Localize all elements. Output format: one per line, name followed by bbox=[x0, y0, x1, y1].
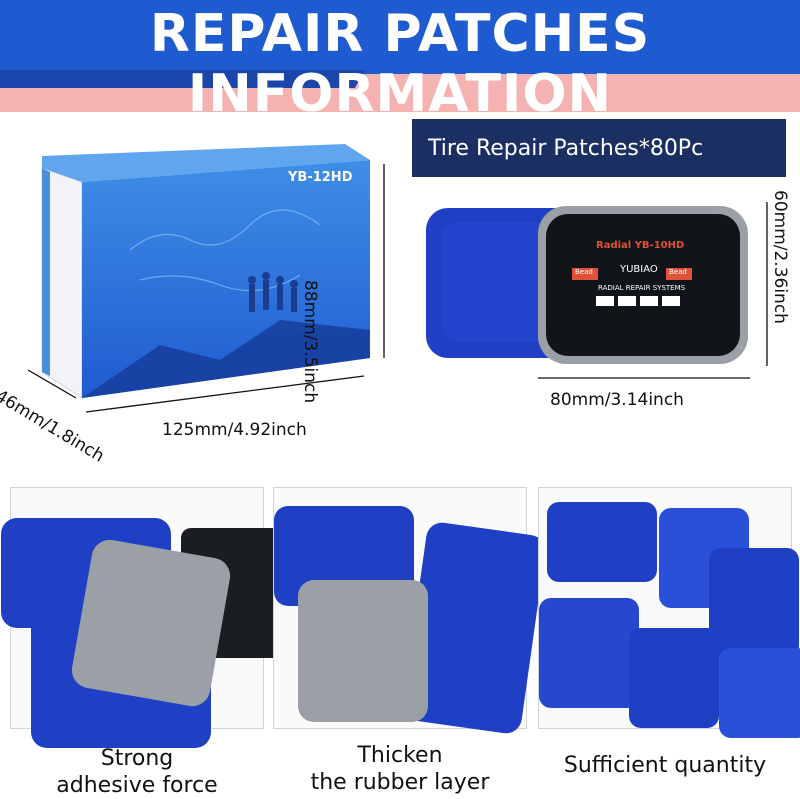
caption-line: Sufficient quantity bbox=[563, 753, 767, 778]
quantity-badge-text: Tire Repair Patches*80Pc bbox=[428, 135, 704, 161]
caption-line: the rubber layer bbox=[310, 770, 490, 795]
quantity-badge: Tire Repair Patches*80Pc bbox=[412, 119, 786, 177]
patch-image bbox=[426, 202, 768, 379]
patch-model-text: Radial YB-10HD bbox=[596, 240, 685, 251]
caption-line: Strong bbox=[100, 746, 174, 771]
caption-line: adhesive force bbox=[56, 773, 218, 798]
box-width-label: 125mm/4.92inch bbox=[162, 420, 307, 440]
box-height-label: 88mm/3.5inch bbox=[300, 280, 320, 404]
product-box-image bbox=[27, 144, 385, 413]
adhesive-patch-illustration bbox=[1, 518, 301, 748]
box-model-label: YB-12HD bbox=[288, 170, 353, 185]
patch-bead-right: Bead bbox=[669, 268, 687, 276]
patch-bead-left: Bead bbox=[575, 268, 593, 276]
patch-width-label: 80mm/3.14inch bbox=[550, 390, 684, 410]
patch-systems-text: RADIAL REPAIR SYSTEMS bbox=[598, 284, 686, 292]
feature-caption-quantity: Sufficient quantity bbox=[538, 752, 792, 779]
patch-brand-text: YUBIAO bbox=[620, 264, 658, 275]
feature-photo-thickness bbox=[273, 487, 546, 734]
page-title: REPAIR PATCHES INFORMATION bbox=[149, 4, 651, 124]
feature-photo-adhesive bbox=[1, 487, 301, 748]
feature-caption-thickness: Thicken the rubber layer bbox=[273, 742, 527, 796]
thick-patch-illustration bbox=[274, 506, 546, 734]
caption-line: Thicken bbox=[357, 743, 443, 768]
header-banner: REPAIR PATCHES INFORMATION bbox=[0, 0, 800, 124]
patch-figure: Radial YB-10HD YUBIAO Bead Bead RADIAL R… bbox=[420, 196, 780, 410]
product-box-figure: YB-12HD 88mm/3.5inch 46mm/1.8inch 125mm/… bbox=[0, 130, 410, 467]
header-background bbox=[0, 0, 800, 74]
many-patches-illustration bbox=[539, 502, 800, 738]
feature-caption-adhesive: Strong adhesive force bbox=[10, 745, 264, 799]
feature-photo-quantity bbox=[538, 487, 800, 738]
patch-height-label: 60mm/2.36inch bbox=[770, 190, 790, 324]
